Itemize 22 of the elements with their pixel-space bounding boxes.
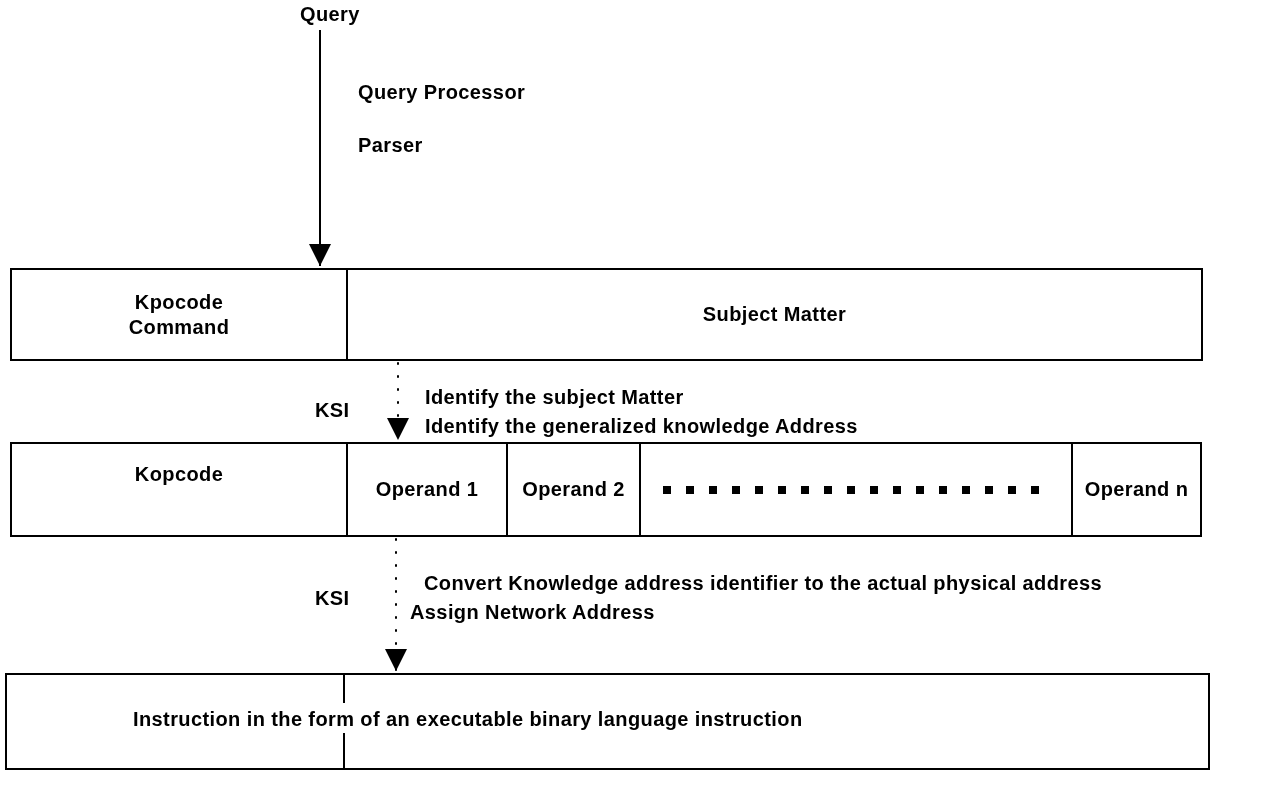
annotation-text: Query Processor xyxy=(358,80,526,104)
annotation-text: Convert Knowledge address identifier to the actual physical address xyxy=(424,571,1103,595)
field-text: Subject Matter xyxy=(702,302,847,327)
annotation-text: Assign Network Address xyxy=(410,600,655,624)
field-text: Instruction in the form of an executable binary language instruction xyxy=(133,707,803,732)
field-text: Operand 1 xyxy=(375,477,479,502)
query-text: Query xyxy=(300,2,361,27)
field-text: Kopcode xyxy=(134,462,224,487)
annotation-text: Parser xyxy=(358,133,423,157)
annotation-text: KSI xyxy=(315,586,350,610)
field-text: Operand 2 xyxy=(522,477,625,502)
field-text: Kpocode Command xyxy=(127,289,231,340)
record-frame xyxy=(10,268,1203,361)
annotation-text: Identify the subject Matter xyxy=(425,385,684,409)
record-frame xyxy=(10,442,1202,537)
dotted-arrow xyxy=(387,362,409,441)
field-text: Operand n xyxy=(1084,477,1189,502)
annotation-text: Identify the generalized knowledge Address xyxy=(425,414,858,438)
annotation-text: KSI xyxy=(315,398,350,422)
record-frame xyxy=(5,673,1210,770)
arrow xyxy=(309,29,331,267)
dotted-arrow xyxy=(385,538,407,672)
